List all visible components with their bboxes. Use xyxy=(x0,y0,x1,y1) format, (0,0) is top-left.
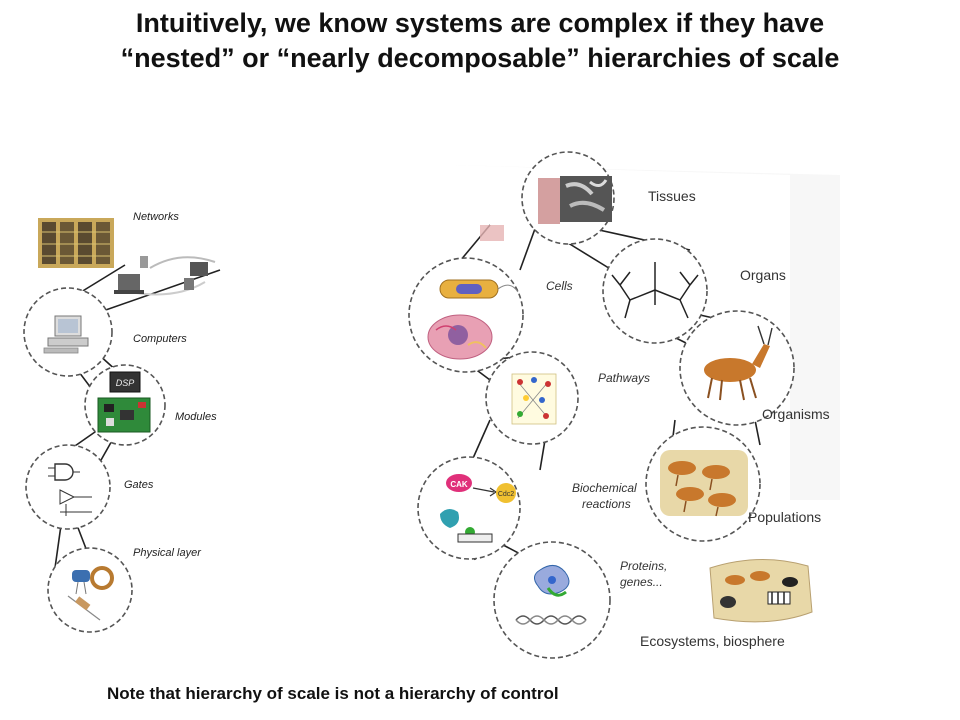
label-ecosystems: Ecosystems, biosphere xyxy=(640,633,785,649)
bio-hierarchy: Tissues Organs Cells xyxy=(408,151,840,659)
laptop-icon xyxy=(118,274,140,290)
logic-gate-icon xyxy=(48,463,92,516)
title-line-2: “nested” or “nearly decomposable” hierar… xyxy=(120,43,840,73)
protein-structure-icon xyxy=(534,565,570,597)
bacterium-icon xyxy=(439,279,519,299)
link-pathways-biochem-2 xyxy=(539,439,546,471)
link-organisms-populations-2 xyxy=(754,419,761,446)
computer-icon xyxy=(43,315,89,354)
label-organs: Organs xyxy=(740,267,786,283)
label-proteins-line-2: genes... xyxy=(620,575,663,589)
gates-circle xyxy=(25,444,111,530)
label-physical-layer: Physical layer xyxy=(133,547,202,559)
label-populations: Populations xyxy=(748,509,821,525)
tissue-fragment-icon xyxy=(480,225,504,241)
monitor-icon xyxy=(190,262,208,276)
eukaryotic-cell-icon xyxy=(427,314,493,360)
biochemical-reactions-circle xyxy=(417,456,521,560)
dna-helix-icon xyxy=(515,615,587,625)
resistor-icon xyxy=(75,596,91,611)
dsp-chip-icon: DSP xyxy=(109,371,141,393)
phone-icon xyxy=(140,256,148,268)
server-rack-icon xyxy=(38,218,114,268)
dsp-chip-label: DSP xyxy=(116,378,135,388)
network-devices-icon xyxy=(114,256,216,296)
background-strip xyxy=(448,165,840,500)
label-biochemical-line-1: Biochemical xyxy=(572,481,637,495)
label-networks: Networks xyxy=(133,211,179,223)
branching-organ-icon xyxy=(611,262,699,319)
physical-layer-circle xyxy=(47,547,133,633)
antelope-herd-icon xyxy=(660,450,748,517)
label-pathways: Pathways xyxy=(598,371,650,385)
label-modules: Modules xyxy=(175,411,217,423)
label-tissues: Tissues xyxy=(648,188,696,204)
tissue-micrograph-icon xyxy=(538,176,612,224)
circuit-board-icon xyxy=(97,397,151,433)
electronic-components-icon xyxy=(67,566,114,621)
antelope-icon xyxy=(704,325,773,401)
label-cells: Cells xyxy=(546,279,573,293)
footnote: Note that hierarchy of scale is not a hi… xyxy=(107,684,559,703)
tech-hierarchy: Networks Computers DSP Modules xyxy=(23,211,221,633)
pathway-network-icon xyxy=(511,373,557,425)
label-organisms: Organisms xyxy=(762,406,830,422)
label-biochemical-line-2: reactions xyxy=(582,497,631,511)
proteins-genes-circle xyxy=(493,541,611,659)
capacitor-icon xyxy=(72,570,90,582)
tower-icon xyxy=(184,278,194,290)
label-computers: Computers xyxy=(133,333,187,345)
inductor-icon xyxy=(90,566,114,590)
label-proteins-line-1: Proteins, xyxy=(620,559,667,573)
ecosystem-painting-icon xyxy=(709,558,813,623)
label-gates: Gates xyxy=(124,479,154,491)
cdc2-label: Cdc2 xyxy=(498,491,514,498)
slide-title: Intuitively, we know systems are complex… xyxy=(0,6,960,76)
cak-label: CAK xyxy=(450,480,468,489)
link-computers-networks-2 xyxy=(99,269,221,313)
title-line-1: Intuitively, we know systems are complex… xyxy=(135,8,825,38)
reaction-icon: CAK Cdc2 xyxy=(440,474,516,543)
